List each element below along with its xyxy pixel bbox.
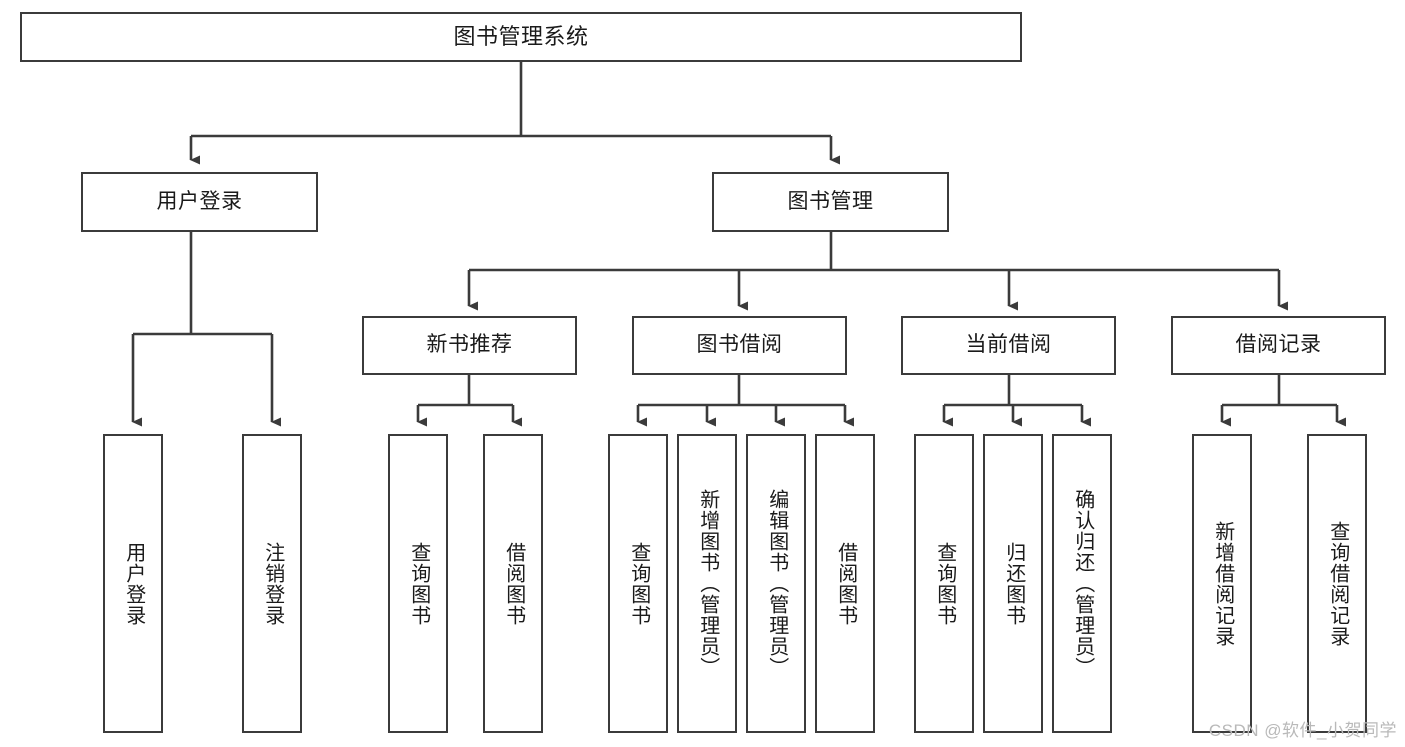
node-book-management[interactable]: 图书管理: [712, 172, 949, 232]
node-new-book-recommend[interactable]: 新书推荐: [362, 316, 577, 375]
leaf-book-borrow-edit[interactable]: 编辑图书（管理员）: [746, 434, 806, 733]
node-label: 新增借阅记录: [1211, 520, 1234, 647]
leaf-book-borrow-add[interactable]: 新增图书（管理员）: [677, 434, 737, 733]
node-label: 查询图书: [407, 541, 430, 626]
node-label: 借阅图书: [502, 541, 525, 626]
node-label: 图书管理系统: [453, 24, 589, 50]
node-label: 借阅图书: [834, 541, 857, 626]
node-borrow-record[interactable]: 借阅记录: [1171, 316, 1386, 375]
leaf-user-login-logout[interactable]: 注销登录: [242, 434, 302, 733]
node-label: 图书管理: [787, 189, 874, 213]
node-label: 查询图书: [627, 541, 650, 626]
node-label: 借阅记录: [1235, 333, 1322, 357]
node-label: 查询图书: [933, 541, 956, 626]
node-current-borrow[interactable]: 当前借阅: [901, 316, 1116, 375]
node-label: 用户登录: [156, 189, 243, 213]
node-label: 新书推荐: [426, 333, 513, 357]
leaf-current-borrow-query[interactable]: 查询图书: [914, 434, 974, 733]
leaf-borrow-record-add[interactable]: 新增借阅记录: [1192, 434, 1252, 733]
leaf-current-borrow-confirm[interactable]: 确认归还（管理员）: [1052, 434, 1112, 733]
leaf-new-book-query[interactable]: 查询图书: [388, 434, 448, 733]
leaf-book-borrow-lend[interactable]: 借阅图书: [815, 434, 875, 733]
node-label: 确认归还（管理员）: [1071, 489, 1094, 678]
node-label: 图书借阅: [696, 333, 783, 357]
node-user-login[interactable]: 用户登录: [81, 172, 318, 232]
leaf-user-login-login[interactable]: 用户登录: [103, 434, 163, 733]
node-label: 编辑图书（管理员）: [765, 489, 788, 678]
leaf-new-book-borrow[interactable]: 借阅图书: [483, 434, 543, 733]
leaf-borrow-record-query[interactable]: 查询借阅记录: [1307, 434, 1367, 733]
node-label: 注销登录: [261, 541, 284, 626]
node-label: 用户登录: [122, 541, 145, 626]
node-label: 归还图书: [1002, 541, 1025, 626]
edges: [131, 62, 1346, 427]
node-root-book-management-system[interactable]: 图书管理系统: [20, 12, 1022, 62]
node-label: 新增图书（管理员）: [696, 489, 719, 678]
leaf-current-borrow-return[interactable]: 归还图书: [983, 434, 1043, 733]
node-book-borrow[interactable]: 图书借阅: [632, 316, 847, 375]
node-label: 查询借阅记录: [1326, 520, 1349, 647]
leaf-book-borrow-query[interactable]: 查询图书: [608, 434, 668, 733]
node-label: 当前借阅: [965, 333, 1052, 357]
